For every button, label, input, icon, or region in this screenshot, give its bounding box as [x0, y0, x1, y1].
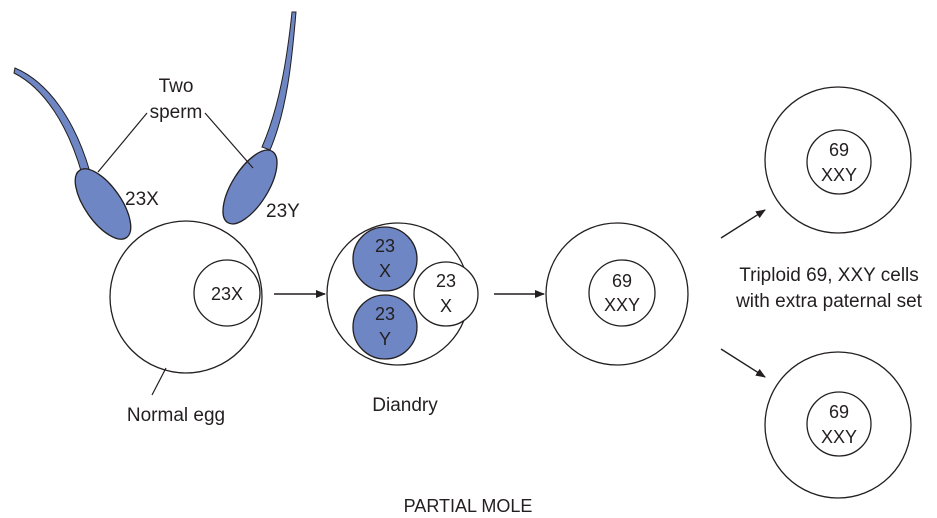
leader-line-normal-egg: [151, 367, 167, 396]
leader-line-right-sperm: [204, 112, 254, 169]
paternal-pronucleus-x: [352, 226, 418, 292]
daughter-bottom-chromosomes: XXY: [821, 427, 857, 447]
two-sperm-label-line1: Two: [159, 76, 194, 97]
zygote-nucleus: [588, 259, 656, 327]
normal-egg: [109, 220, 263, 374]
sperm-left-tail: [14, 69, 86, 173]
sperm-left-head: [74, 168, 132, 240]
diagram-title: PARTIAL MOLE: [404, 496, 533, 516]
maternal-chromosome: X: [440, 296, 452, 316]
diandry-label: Diandry: [372, 395, 438, 416]
arrow-to-bottom-cell: [720, 348, 766, 378]
egg-nucleus: [193, 259, 261, 327]
sperm-left-label: 23X: [125, 189, 159, 210]
sperm-left-tail-fill: [13, 67, 91, 175]
zygote-chromosomes: XXY: [604, 295, 640, 315]
arrow-to-top-cell: [720, 209, 766, 239]
daughter-cell-bottom-nucleus: [806, 391, 872, 457]
two-sperm-label-line2: sperm: [150, 102, 203, 123]
daughter-top-number: 69: [829, 140, 849, 160]
sperm-right-head: [222, 149, 278, 225]
daughter-bottom-number: 69: [829, 402, 849, 422]
paternal-pronucleus-y: [352, 294, 418, 360]
daughter-cell-top-nucleus: [806, 129, 872, 195]
sperm-left: [13, 67, 132, 240]
maternal-pronucleus: [413, 261, 479, 327]
paternal-x-chromosome: X: [379, 261, 391, 281]
maternal-number: 23: [436, 271, 456, 291]
paternal-y-chromosome: Y: [379, 329, 391, 349]
paternal-x-number: 23: [375, 236, 395, 256]
sperm-right: [222, 11, 297, 225]
result-label-line1: Triploid 69, XXY cells: [739, 265, 919, 286]
zygote-number: 69: [612, 271, 632, 291]
result-label-line2: with extra paternal set: [735, 291, 923, 312]
leader-line-left-sperm: [97, 112, 148, 173]
paternal-y-number: 23: [375, 304, 395, 324]
normal-egg-label: Normal egg: [127, 405, 225, 426]
egg-nucleus-label: 23X: [211, 284, 243, 304]
daughter-top-chromosomes: XXY: [821, 165, 857, 185]
sperm-right-tail-fill: [261, 11, 297, 151]
sperm-right-label: 23Y: [266, 201, 300, 222]
